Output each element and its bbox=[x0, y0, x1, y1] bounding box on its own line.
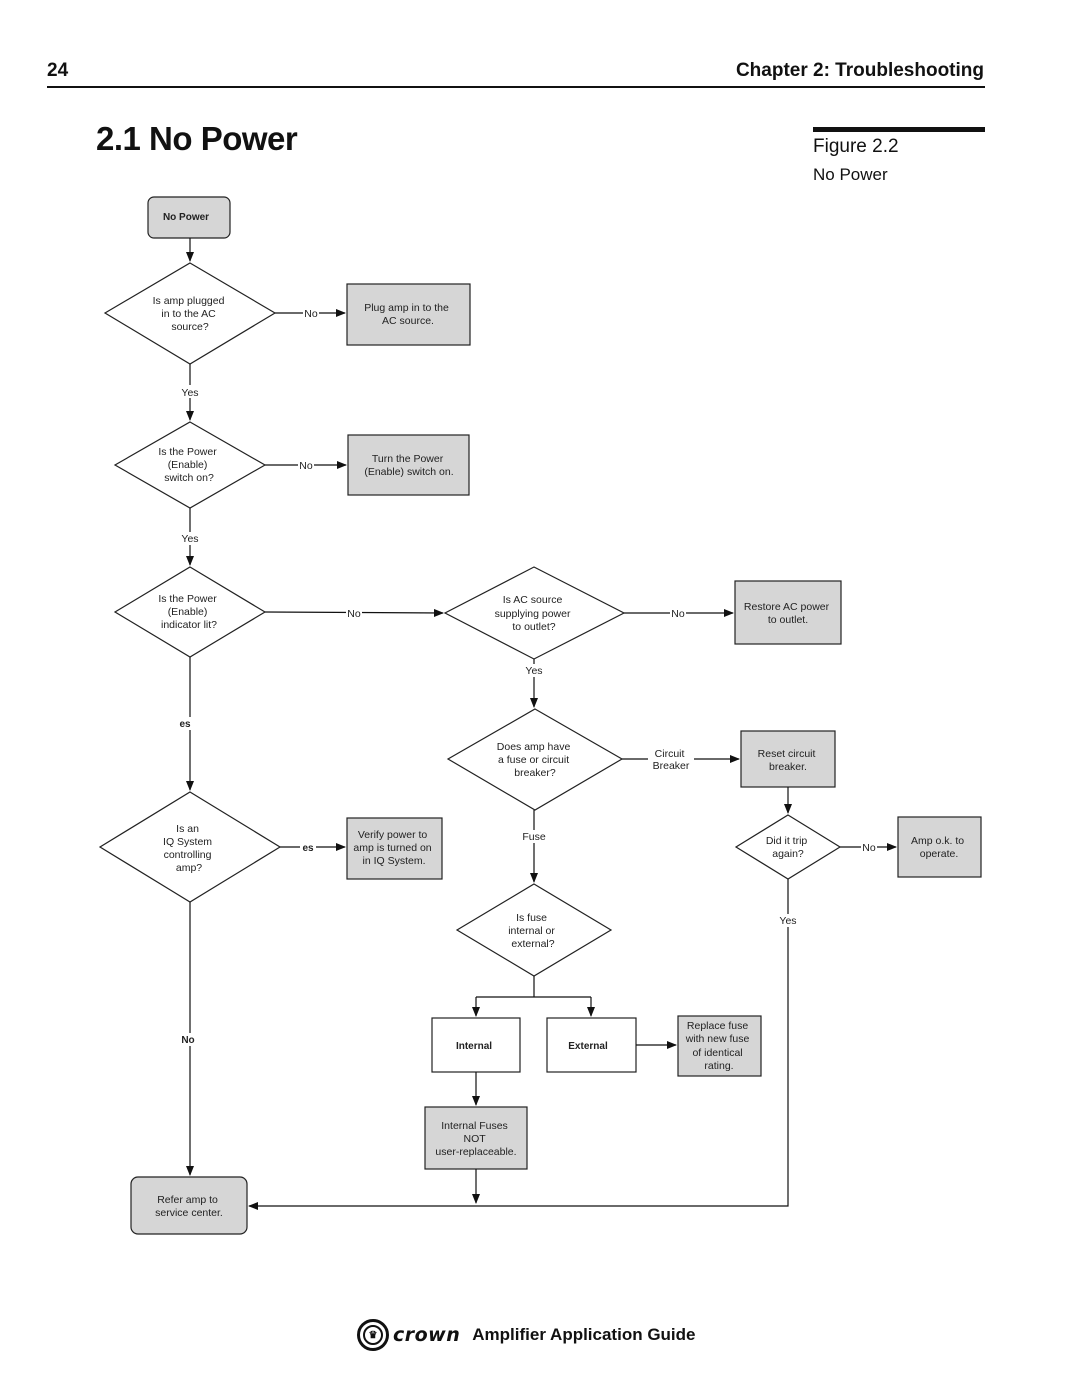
page-number: 24 bbox=[47, 60, 69, 81]
figure-bar bbox=[813, 127, 985, 132]
box-external bbox=[546, 1017, 637, 1073]
decision-fuse-breaker bbox=[446, 708, 624, 811]
iq-question: Is an IQ System controlling amp? bbox=[163, 823, 215, 874]
action-switch-on bbox=[347, 434, 470, 496]
verify-iq-text: Verify power to amp is turned on in IQ S… bbox=[353, 829, 434, 867]
action-verify-iq bbox=[346, 817, 443, 880]
replace-fuse-text: Replace fuse with new fuse of identical … bbox=[685, 1020, 753, 1072]
crown-logo-icon: ♛ bbox=[357, 1319, 389, 1351]
guide-title: Amplifier Application Guide bbox=[472, 1325, 696, 1344]
switch-on-text: Turn the Power (Enable) switch on. bbox=[364, 453, 453, 478]
connector-trip-yes-to-service bbox=[248, 879, 789, 1210]
trip-question: Did it trip again? bbox=[766, 835, 810, 860]
edge-label-no: No bbox=[862, 842, 876, 854]
amp-ok-text: Amp o.k. to operate. bbox=[911, 835, 967, 860]
start-label: No Power bbox=[163, 212, 209, 223]
figure-caption: No Power bbox=[813, 165, 888, 184]
edge-label-no: No bbox=[671, 608, 685, 620]
chapter-title: Chapter 2: Troubleshooting bbox=[735, 60, 984, 81]
edge-label-no: No bbox=[299, 460, 313, 472]
edge-label-es: es bbox=[302, 843, 314, 854]
start-node bbox=[147, 196, 231, 239]
reset-breaker-text: Reset circuit breaker. bbox=[758, 748, 819, 773]
switch-question: Is the Power (Enable) switch on? bbox=[158, 446, 219, 484]
edge-label-no: No bbox=[347, 608, 361, 620]
edge-label-no: No bbox=[304, 308, 318, 320]
header-rule bbox=[47, 86, 985, 88]
brand-logo-text: crown bbox=[393, 1324, 461, 1346]
fuse-location-question: Is fuse internal or external? bbox=[508, 912, 558, 950]
edge-label-yes: Yes bbox=[181, 387, 198, 399]
section-title: 2.1 No Power bbox=[96, 120, 298, 157]
restore-ac-text: Restore AC power to outlet. bbox=[744, 601, 832, 626]
fuse-breaker-question: Does amp have a fuse or circuit breaker? bbox=[497, 741, 573, 779]
edge-labels: No Yes No Yes No No Yes es es Ci bbox=[178, 306, 877, 1046]
footer: ♛ crown Amplifier Application Guide bbox=[357, 1316, 695, 1354]
action-reset-breaker bbox=[740, 730, 836, 788]
edge-label-fuse: Fuse bbox=[522, 831, 546, 843]
end-service-center bbox=[130, 1176, 248, 1235]
service-center-text: Refer amp to service center. bbox=[155, 1194, 223, 1219]
edge-label-yes: Yes bbox=[779, 915, 796, 927]
action-internal-fuses bbox=[424, 1106, 528, 1170]
edge-label-circuit-breaker: Circuit Breaker bbox=[653, 748, 690, 772]
box-internal bbox=[431, 1017, 521, 1073]
action-amp-ok bbox=[897, 816, 982, 878]
figure-label: Figure 2.2 bbox=[813, 136, 899, 157]
decision-trip-again bbox=[734, 814, 842, 880]
plugged-question: Is amp plugged in to the AC source? bbox=[153, 295, 228, 333]
edge-label-yes: Yes bbox=[181, 533, 198, 545]
edge-label-no: No bbox=[181, 1035, 194, 1046]
ac-source-question: Is AC source supplying power to outlet? bbox=[495, 594, 574, 633]
edge-label-es: es bbox=[179, 719, 191, 730]
action-plug-in bbox=[346, 283, 471, 346]
internal-fuses-text: Internal Fuses NOT user-replaceable. bbox=[435, 1120, 516, 1158]
plug-in-text: Plug amp in to the AC source. bbox=[364, 302, 452, 327]
action-restore-ac bbox=[734, 580, 842, 645]
connector-fuse-split bbox=[476, 976, 591, 998]
external-label: External bbox=[568, 1041, 608, 1052]
indicator-question: Is the Power (Enable) indicator lit? bbox=[158, 593, 219, 631]
crown-icon: ♛ bbox=[363, 1325, 383, 1345]
internal-label: Internal bbox=[456, 1041, 492, 1052]
edge-label-yes: Yes bbox=[525, 665, 542, 677]
action-replace-fuse bbox=[677, 1015, 762, 1077]
